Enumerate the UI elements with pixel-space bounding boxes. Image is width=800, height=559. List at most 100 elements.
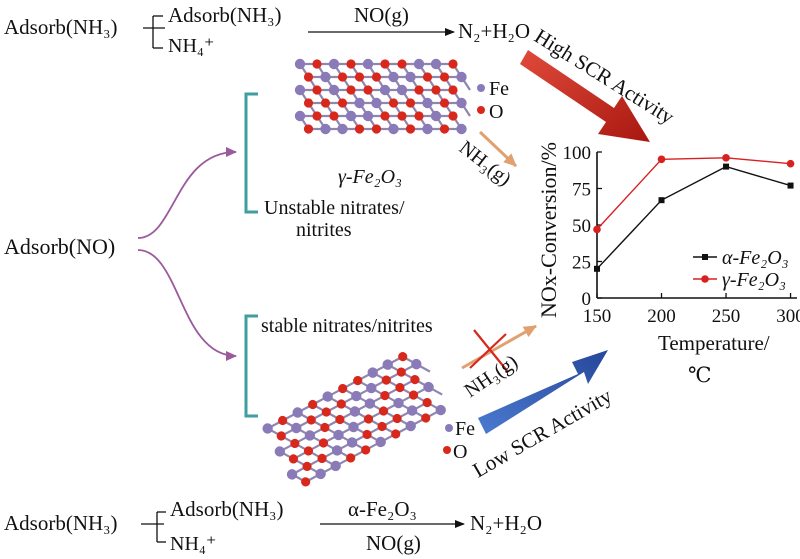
o-atom (361, 445, 371, 455)
o-atom (396, 367, 406, 377)
o-atom (439, 98, 450, 108)
o-atom (290, 438, 300, 449)
adsorb-no-label: Adsorb(NO) (4, 234, 115, 259)
o-atom (398, 352, 408, 362)
fe-atom (320, 123, 331, 135)
o-atom (335, 414, 345, 425)
fe-atom (362, 58, 374, 70)
o-atom (302, 461, 312, 472)
o-atom (371, 72, 382, 82)
gamma-crystal-label: γ-Fe₂O₃ (338, 166, 402, 188)
bottom-branch-lower: NH₄⁺ (170, 533, 216, 555)
o-atom (303, 98, 314, 108)
fe-atom (396, 84, 408, 96)
o-atom (329, 111, 339, 121)
o-atom (448, 59, 458, 69)
fe-atom (456, 71, 467, 83)
fe-atom (423, 381, 434, 393)
fe-atom (435, 404, 446, 416)
o-atom (317, 453, 327, 464)
upper-legend-o: O (489, 101, 503, 123)
upper-nitrates-line2: nitrites (296, 219, 352, 241)
legend-marker (702, 254, 708, 260)
gamma-crystal-structure (294, 58, 471, 135)
fe-atom (345, 110, 357, 122)
curve-arrow-up (137, 147, 237, 239)
bottom-product: N₂+H₂O (470, 511, 542, 535)
bottom-pathway: Adsorb(NH₃) Adsorb(NH₃) NH₄⁺ α-Fe₂O₃ NO(… (4, 497, 542, 555)
bottom-start-label: Adsorb(NH₃) (4, 511, 117, 535)
lower-nh3-label: NH₃(g) (460, 351, 521, 402)
o-atom (391, 429, 401, 439)
fe-atom (294, 58, 306, 70)
o-atom (414, 85, 424, 95)
data-point-gamma (593, 225, 601, 234)
fe-atom (371, 97, 382, 109)
fe-atom (388, 71, 399, 83)
blocked-cross (469, 329, 509, 373)
o-atom (276, 431, 286, 441)
o-atom (380, 390, 390, 401)
o-atom (346, 85, 356, 95)
fe-atom (393, 397, 404, 409)
fe-atom (405, 71, 416, 83)
o-atom (408, 390, 419, 400)
lower-legend-fe: Fe (455, 418, 475, 440)
o-atom (380, 59, 390, 69)
o-atom (337, 98, 348, 108)
o-atom (377, 421, 387, 432)
fe-atom (379, 84, 391, 96)
x-axis-label-line2: ℃ (688, 363, 712, 387)
legend-entry: γ-Fe₂O₃ (722, 269, 786, 291)
y-tick-label: 75 (572, 180, 591, 201)
fe-atom (346, 437, 358, 448)
o-atom (353, 375, 363, 386)
top-reactant: NO(g) (354, 3, 409, 27)
data-point-alpha (658, 197, 665, 204)
upper-nh3-arrow (478, 130, 518, 168)
fe-atom (405, 420, 416, 432)
x-axis-label-line1: Temperature/ (658, 331, 770, 355)
o-atom (397, 111, 407, 121)
fe-atom (286, 469, 298, 480)
o-atom (312, 85, 322, 95)
o-atom (421, 413, 431, 423)
data-point-gamma (722, 154, 730, 162)
x-tick-label: 200 (647, 306, 676, 327)
y-tick-label: 25 (572, 253, 591, 274)
y-axis-label: NOx-Conversion/% (536, 142, 561, 318)
legend-marker (701, 275, 709, 283)
lower-nh3-arrow (461, 324, 537, 370)
fe-atom (456, 97, 467, 109)
o-atom (312, 59, 322, 69)
legend-entry: α-Fe₂O₃ (722, 247, 789, 269)
o-atom (303, 446, 314, 456)
fe-atom (330, 460, 341, 472)
bottom-catalyst: α-Fe₂O₃ (348, 497, 417, 521)
o-atom (320, 422, 330, 433)
fe-atom (333, 429, 344, 441)
x-tick-label: 150 (583, 306, 612, 327)
fe-atom (351, 390, 362, 402)
o-atom (346, 453, 356, 463)
fe-atom (382, 359, 393, 370)
o-atom (380, 111, 390, 121)
fe-atom (304, 430, 316, 441)
o-atom (278, 415, 288, 426)
data-point-gamma (657, 155, 666, 164)
lower-legend-o-dot (443, 446, 451, 454)
o-atom (301, 477, 311, 487)
alpha-crystal-structure (262, 352, 446, 487)
fe-atom (406, 405, 418, 416)
o-atom (306, 415, 316, 425)
o-atom (405, 98, 416, 108)
y-tick-label: 50 (572, 216, 591, 237)
o-atom (422, 72, 433, 82)
top-pathway: Adsorb(NH₃) Adsorb(NH₃) NH₄⁺ NO(g) N₂+H₂… (4, 3, 530, 57)
fe-atom (364, 398, 376, 409)
fe-atom (430, 58, 442, 70)
x-tick-label: 250 (712, 306, 741, 327)
x-tick-label: 300 (776, 306, 800, 327)
data-point-alpha (787, 182, 794, 189)
